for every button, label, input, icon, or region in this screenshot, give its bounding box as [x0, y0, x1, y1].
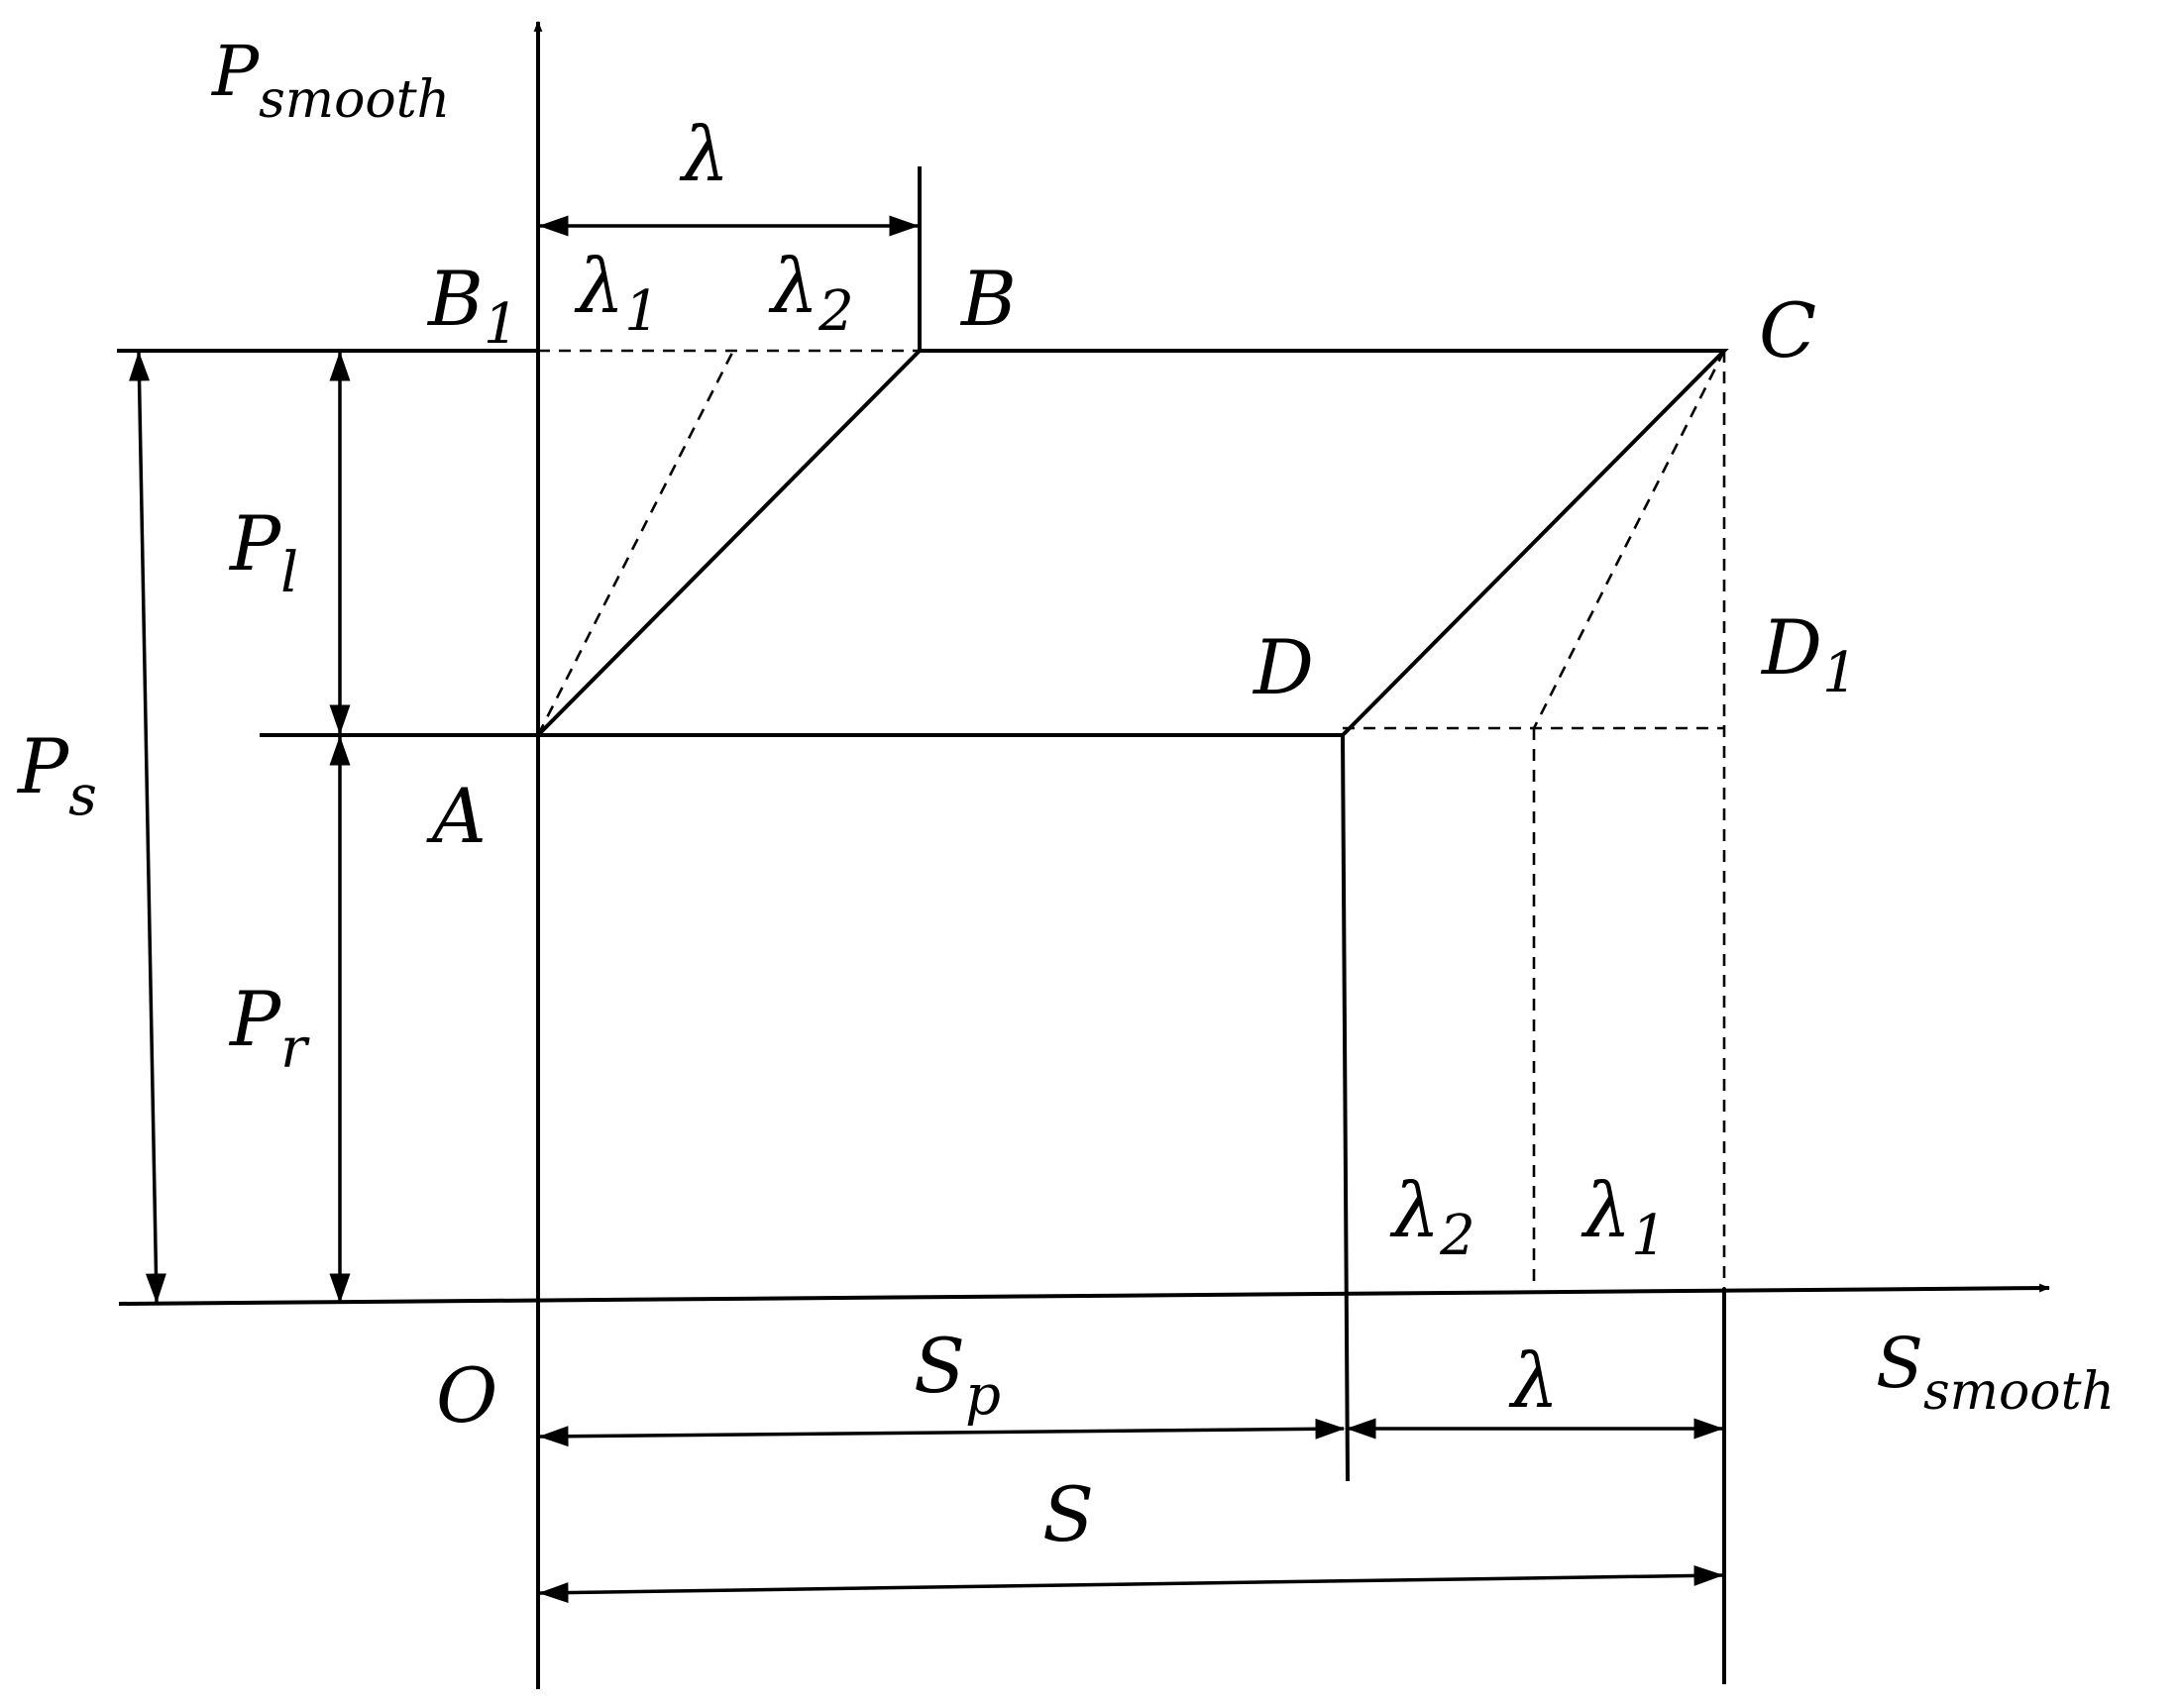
y-axis-label: Psmooth [210, 31, 450, 130]
point-label-d: D [1252, 623, 1314, 711]
dashed-c-lambda1 [1532, 350, 1726, 729]
point-label-origin: O [436, 1351, 497, 1440]
point-label-c: C [1759, 286, 1816, 374]
dim-label-pl: Pl [228, 499, 298, 605]
dim-label-lambda-bottom: λ [1508, 1336, 1559, 1425]
label-lambda2-top: λ2 [768, 242, 854, 344]
dim-label-sp: Sp [914, 1322, 1001, 1428]
dim-s [538, 1564, 1724, 1604]
point-label-b: B [959, 255, 1017, 343]
dim-label-ps: Ps [16, 722, 97, 828]
label-lambda-top: λ [679, 110, 729, 198]
x-axis-label: Ssmooth [1876, 1323, 2115, 1422]
loop-outline [536, 349, 1729, 737]
dim-sp [538, 1418, 1346, 1447]
d-vertical-line [1341, 734, 1350, 1482]
dim-label-s: S [1042, 1470, 1094, 1558]
dashed-a-lambda1 [536, 350, 735, 736]
label-lambda1-bottom: λ1 [1581, 1166, 1667, 1268]
point-label-d1: D1 [1760, 603, 1858, 705]
label-lambda1-top: λ1 [574, 242, 660, 344]
label-lambda2-bottom: λ2 [1389, 1166, 1475, 1268]
x-axis [118, 1283, 2051, 1306]
dim-label-pr: Pr [228, 975, 310, 1081]
point-label-a: A [426, 772, 487, 860]
dim-ps [129, 351, 166, 1304]
point-label-b1: B1 [426, 255, 519, 357]
